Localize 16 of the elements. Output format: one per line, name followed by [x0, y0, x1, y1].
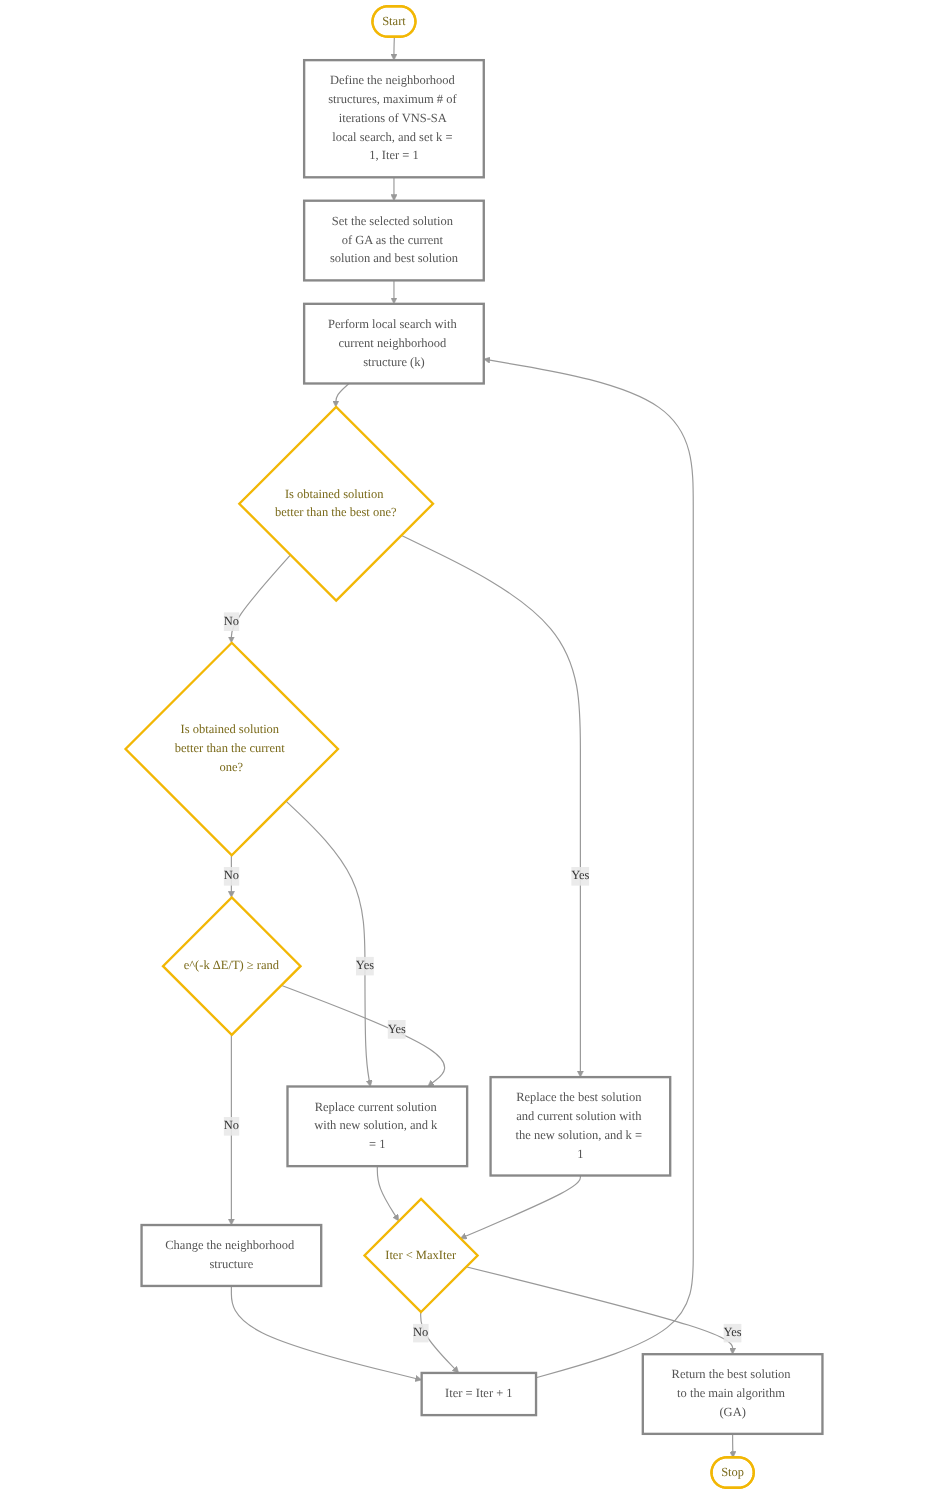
arrow [390, 176, 398, 202]
arrow [390, 36, 398, 61]
arrow [332, 382, 350, 408]
arrow [285, 800, 373, 1087]
arrow [465, 1266, 737, 1355]
arrow [729, 1433, 737, 1458]
arrow [390, 279, 398, 305]
arrow [420, 1311, 459, 1374]
arrow [227, 1034, 235, 1226]
arrow [483, 356, 694, 1379]
arrow [376, 1165, 399, 1222]
arrow [227, 554, 291, 644]
arrow [230, 1285, 422, 1382]
arrow [400, 534, 584, 1078]
arrow [459, 1174, 581, 1240]
arrow [280, 984, 446, 1087]
